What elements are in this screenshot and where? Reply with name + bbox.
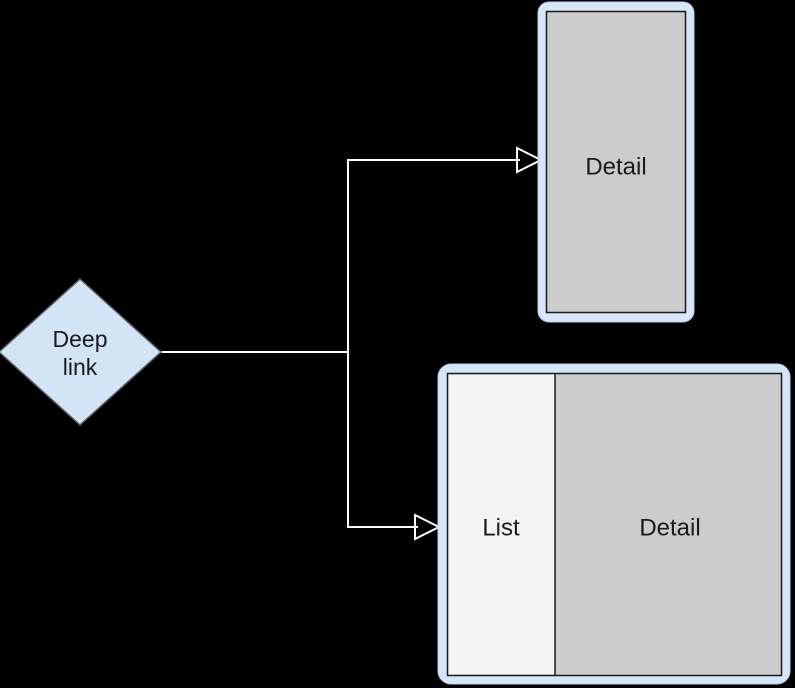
deep-link-label-line2: link <box>63 354 98 380</box>
tablet-detail-label: Detail <box>639 514 700 541</box>
phone-screen <box>545 10 687 314</box>
arrowhead-phone-icon <box>516 146 544 174</box>
node-deep-link[interactable]: Deep link <box>0 277 163 427</box>
deep-link-diamond-shape <box>0 277 163 427</box>
connector-to-phone <box>347 146 544 352</box>
tablet-list-label: List <box>482 514 520 541</box>
deep-link-label-line1: Deep <box>53 326 108 352</box>
node-tablet-list-detail[interactable]: List Detail <box>437 363 791 685</box>
node-phone-detail[interactable]: Detail <box>537 1 695 323</box>
phone-detail-label: Detail <box>585 153 646 180</box>
tablet-list-pane[interactable] <box>448 374 555 675</box>
connector-to-tablet <box>347 352 442 541</box>
arrowhead-tablet-icon <box>414 513 442 541</box>
